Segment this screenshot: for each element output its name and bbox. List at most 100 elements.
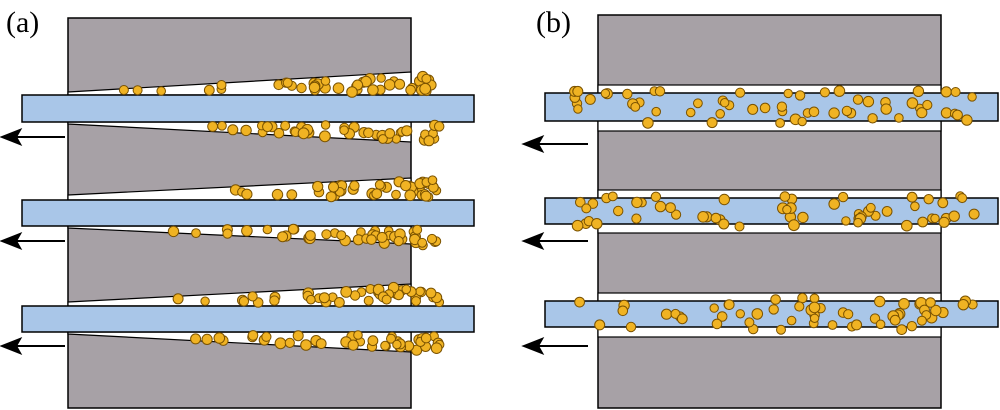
- particle-dot-icon: [340, 286, 353, 298]
- particle-dot-icon: [874, 295, 886, 308]
- particle-dot-icon: [353, 330, 363, 340]
- particle-dot-icon: [216, 80, 227, 90]
- particle-dot-icon: [213, 332, 226, 344]
- particle-dot-icon: [318, 292, 330, 304]
- particle-dot-icon: [797, 292, 808, 304]
- particle-dot-icon: [297, 127, 310, 140]
- particle-dot-icon: [720, 98, 730, 108]
- particle-dot-icon: [287, 223, 299, 235]
- particle-dot-icon: [671, 209, 682, 220]
- particle-dot-icon: [412, 224, 423, 235]
- particle-dot-icon: [191, 228, 201, 239]
- particle-dot-icon: [961, 114, 973, 126]
- particle-dot-icon: [262, 224, 273, 235]
- particle-dot-icon: [735, 87, 746, 98]
- particle-dot-icon: [896, 324, 908, 336]
- particle-dot-icon: [906, 191, 918, 203]
- particle-dot-icon: [384, 128, 396, 139]
- particle-dot-icon: [383, 79, 396, 91]
- particle-dot-icon: [875, 319, 886, 330]
- particle-dot-icon: [751, 308, 764, 320]
- particle-dot-icon: [332, 82, 345, 94]
- particle-dot-icon: [706, 117, 718, 129]
- particle-dot-icon: [631, 196, 643, 209]
- particle-dot-icon: [305, 230, 316, 241]
- particle-dot-icon: [776, 324, 786, 335]
- particle-dot-icon: [894, 113, 904, 123]
- particle-dot-icon: [716, 311, 728, 322]
- particle-dot-icon: [575, 196, 586, 208]
- particle-dot-icon: [711, 318, 723, 330]
- particle-dot-icon: [718, 218, 730, 230]
- particle-dot-icon: [898, 298, 910, 310]
- particle-dot-icon: [325, 191, 337, 203]
- particle-dot-icon: [747, 103, 759, 115]
- particle-dot-icon: [401, 125, 413, 137]
- particle-dot-icon: [867, 113, 878, 124]
- particle-dot-icon: [843, 309, 854, 320]
- particle-dot-icon: [262, 121, 273, 133]
- particle-dot-icon: [912, 85, 925, 98]
- particle-dot-icon: [768, 304, 779, 315]
- particle-dot-icon: [853, 217, 863, 228]
- particle-dot-icon: [217, 121, 227, 131]
- particle-dot-icon: [572, 85, 584, 97]
- particle-dot-icon: [808, 301, 821, 314]
- particle-dot-icon: [889, 314, 901, 326]
- particle-dot-icon: [380, 340, 391, 351]
- particle-dot-icon: [261, 331, 272, 342]
- left-arrow-icon: [0, 128, 65, 146]
- particle-dot-icon: [880, 103, 892, 115]
- particle-dot-icon: [363, 295, 374, 306]
- particle-dot-icon: [948, 210, 960, 222]
- particle-dot-icon: [328, 181, 339, 193]
- particle-dot-icon: [594, 319, 606, 331]
- particle-dot-icon: [925, 297, 936, 308]
- particle-dot-icon: [430, 342, 443, 355]
- particle-dot-icon: [930, 304, 942, 317]
- particle-dot-icon: [280, 120, 291, 131]
- particle-dot-icon: [306, 294, 316, 305]
- particle-dot-icon: [881, 206, 893, 217]
- particle-dot-icon: [404, 189, 417, 202]
- particle-dot-icon: [794, 301, 805, 312]
- particle-dot-icon: [631, 213, 642, 224]
- particle-dot-icon: [828, 107, 840, 119]
- particle-dot-icon: [782, 204, 792, 215]
- particle-dot-icon: [950, 87, 961, 97]
- particle-dot-icon: [916, 107, 928, 119]
- strip-a-3: [21, 305, 475, 333]
- particle-dot-icon: [581, 203, 592, 214]
- particle-dot-icon: [320, 120, 331, 130]
- particle-dot-icon: [417, 237, 428, 248]
- particle-dot-icon: [349, 180, 360, 191]
- left-arrow-icon: [521, 337, 588, 355]
- particle-dot-icon: [922, 99, 933, 111]
- particle-dot-icon: [786, 315, 797, 326]
- particle-dot-icon: [591, 218, 603, 230]
- particle-dot-icon: [651, 106, 662, 117]
- particle-dot-icon: [630, 102, 641, 112]
- panel-a: (a): [0, 6, 475, 409]
- particle-dot-icon: [411, 296, 421, 307]
- particle-dot-icon: [862, 95, 875, 108]
- particle-dot-icon: [296, 82, 307, 94]
- particle-dot-icon: [273, 127, 285, 139]
- particle-dot-icon: [277, 231, 289, 243]
- particle-dot-icon: [363, 127, 374, 139]
- particle-dot-icon: [809, 313, 820, 323]
- particle-dot-icon: [654, 200, 667, 213]
- particle-dot-icon: [841, 216, 851, 226]
- particle-dot-icon: [906, 97, 919, 109]
- particle-dot-icon: [654, 86, 666, 97]
- particle-dot-icon: [393, 236, 404, 247]
- particle-dot-icon: [584, 93, 596, 105]
- particle-dot-icon: [366, 234, 377, 245]
- particle-dot-icon: [415, 286, 425, 297]
- particle-dot-icon: [967, 92, 977, 102]
- particle-dot-icon: [401, 284, 412, 295]
- particle-dot-icon: [247, 330, 259, 341]
- particle-dot-icon: [419, 82, 432, 95]
- particle-dot-icon: [837, 191, 849, 203]
